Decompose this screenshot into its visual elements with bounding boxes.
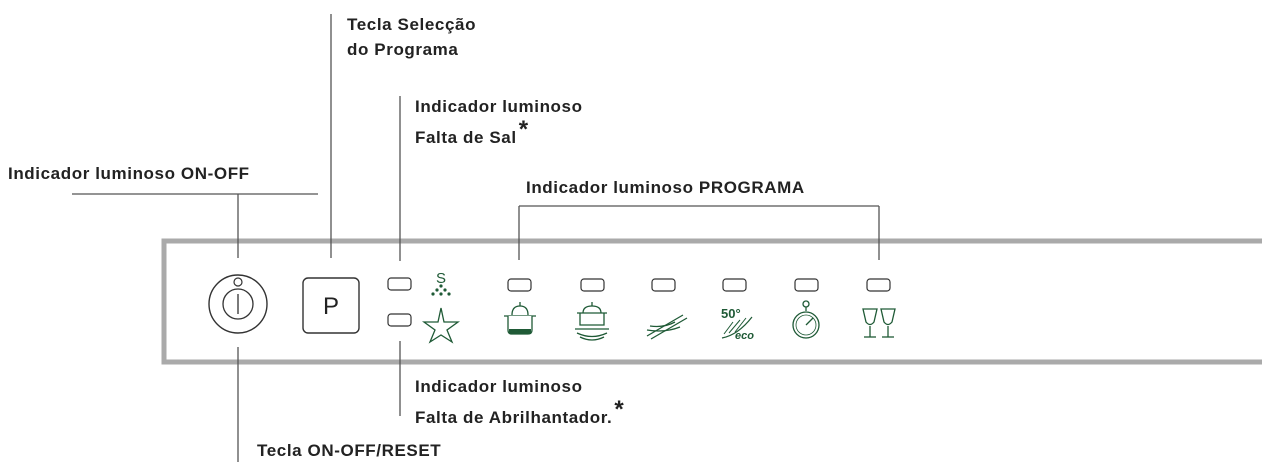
pots-and-plates-icon — [575, 302, 609, 341]
label-onoff-reset-key: Tecla ON-OFF/RESET — [257, 441, 442, 460]
salt-footnote-mark: * — [518, 116, 529, 143]
rinse-aid-footnote-mark: * — [614, 396, 625, 423]
program-led-1 — [507, 278, 532, 292]
label-program-indicator: Indicador luminoso PROGRAMA — [526, 178, 805, 197]
timer-quick-icon — [792, 300, 820, 339]
eco-50-icon: 50° eco — [721, 306, 754, 342]
program-led-3 — [651, 278, 676, 292]
salt-indicator-led — [387, 277, 412, 291]
svg-text:eco: eco — [735, 330, 754, 342]
label-rinse-aid-indicator-line1: Indicador luminoso — [415, 377, 583, 396]
leader-lines — [72, 14, 880, 462]
program-led-6 — [866, 278, 891, 292]
svg-text:S: S — [436, 270, 446, 287]
label-program-select-key: Tecla Selecção do Programa — [347, 12, 476, 62]
label-salt-indicator-line2: Falta de Sal — [415, 128, 517, 147]
normal-dishes-icon — [646, 314, 688, 340]
label-rinse-aid-indicator: Indicador luminoso Falta de Abrilhantado… — [415, 374, 624, 430]
rinse-aid-indicator-led — [387, 313, 412, 327]
program-led-4 — [722, 278, 747, 292]
program-button-letter: P — [323, 293, 339, 320]
control-panel-frame — [161, 238, 1262, 365]
label-onoff-indicator: Indicador luminoso ON-OFF — [8, 164, 250, 183]
onoff-reset-button[interactable] — [208, 274, 268, 334]
rinse-aid-icon — [422, 307, 460, 344]
svg-text:50°: 50° — [721, 306, 741, 321]
intensive-pot-icon — [504, 302, 536, 335]
label-program-select-key-line1: Tecla Selecção — [347, 15, 477, 34]
program-select-button[interactable]: P — [302, 277, 360, 334]
label-program-select-key-line2: do Programa — [347, 40, 459, 59]
program-led-5 — [794, 278, 819, 292]
label-salt-indicator-line1: Indicador luminoso — [415, 97, 583, 116]
salt-icon: S — [431, 270, 451, 296]
onoff-indicator-light — [233, 277, 243, 287]
glasses-icon — [862, 308, 896, 338]
label-salt-indicator: Indicador luminoso Falta de Sal* — [415, 94, 583, 150]
program-led-2 — [580, 278, 605, 292]
label-rinse-aid-indicator-line2: Falta de Abrilhantador. — [415, 408, 613, 427]
